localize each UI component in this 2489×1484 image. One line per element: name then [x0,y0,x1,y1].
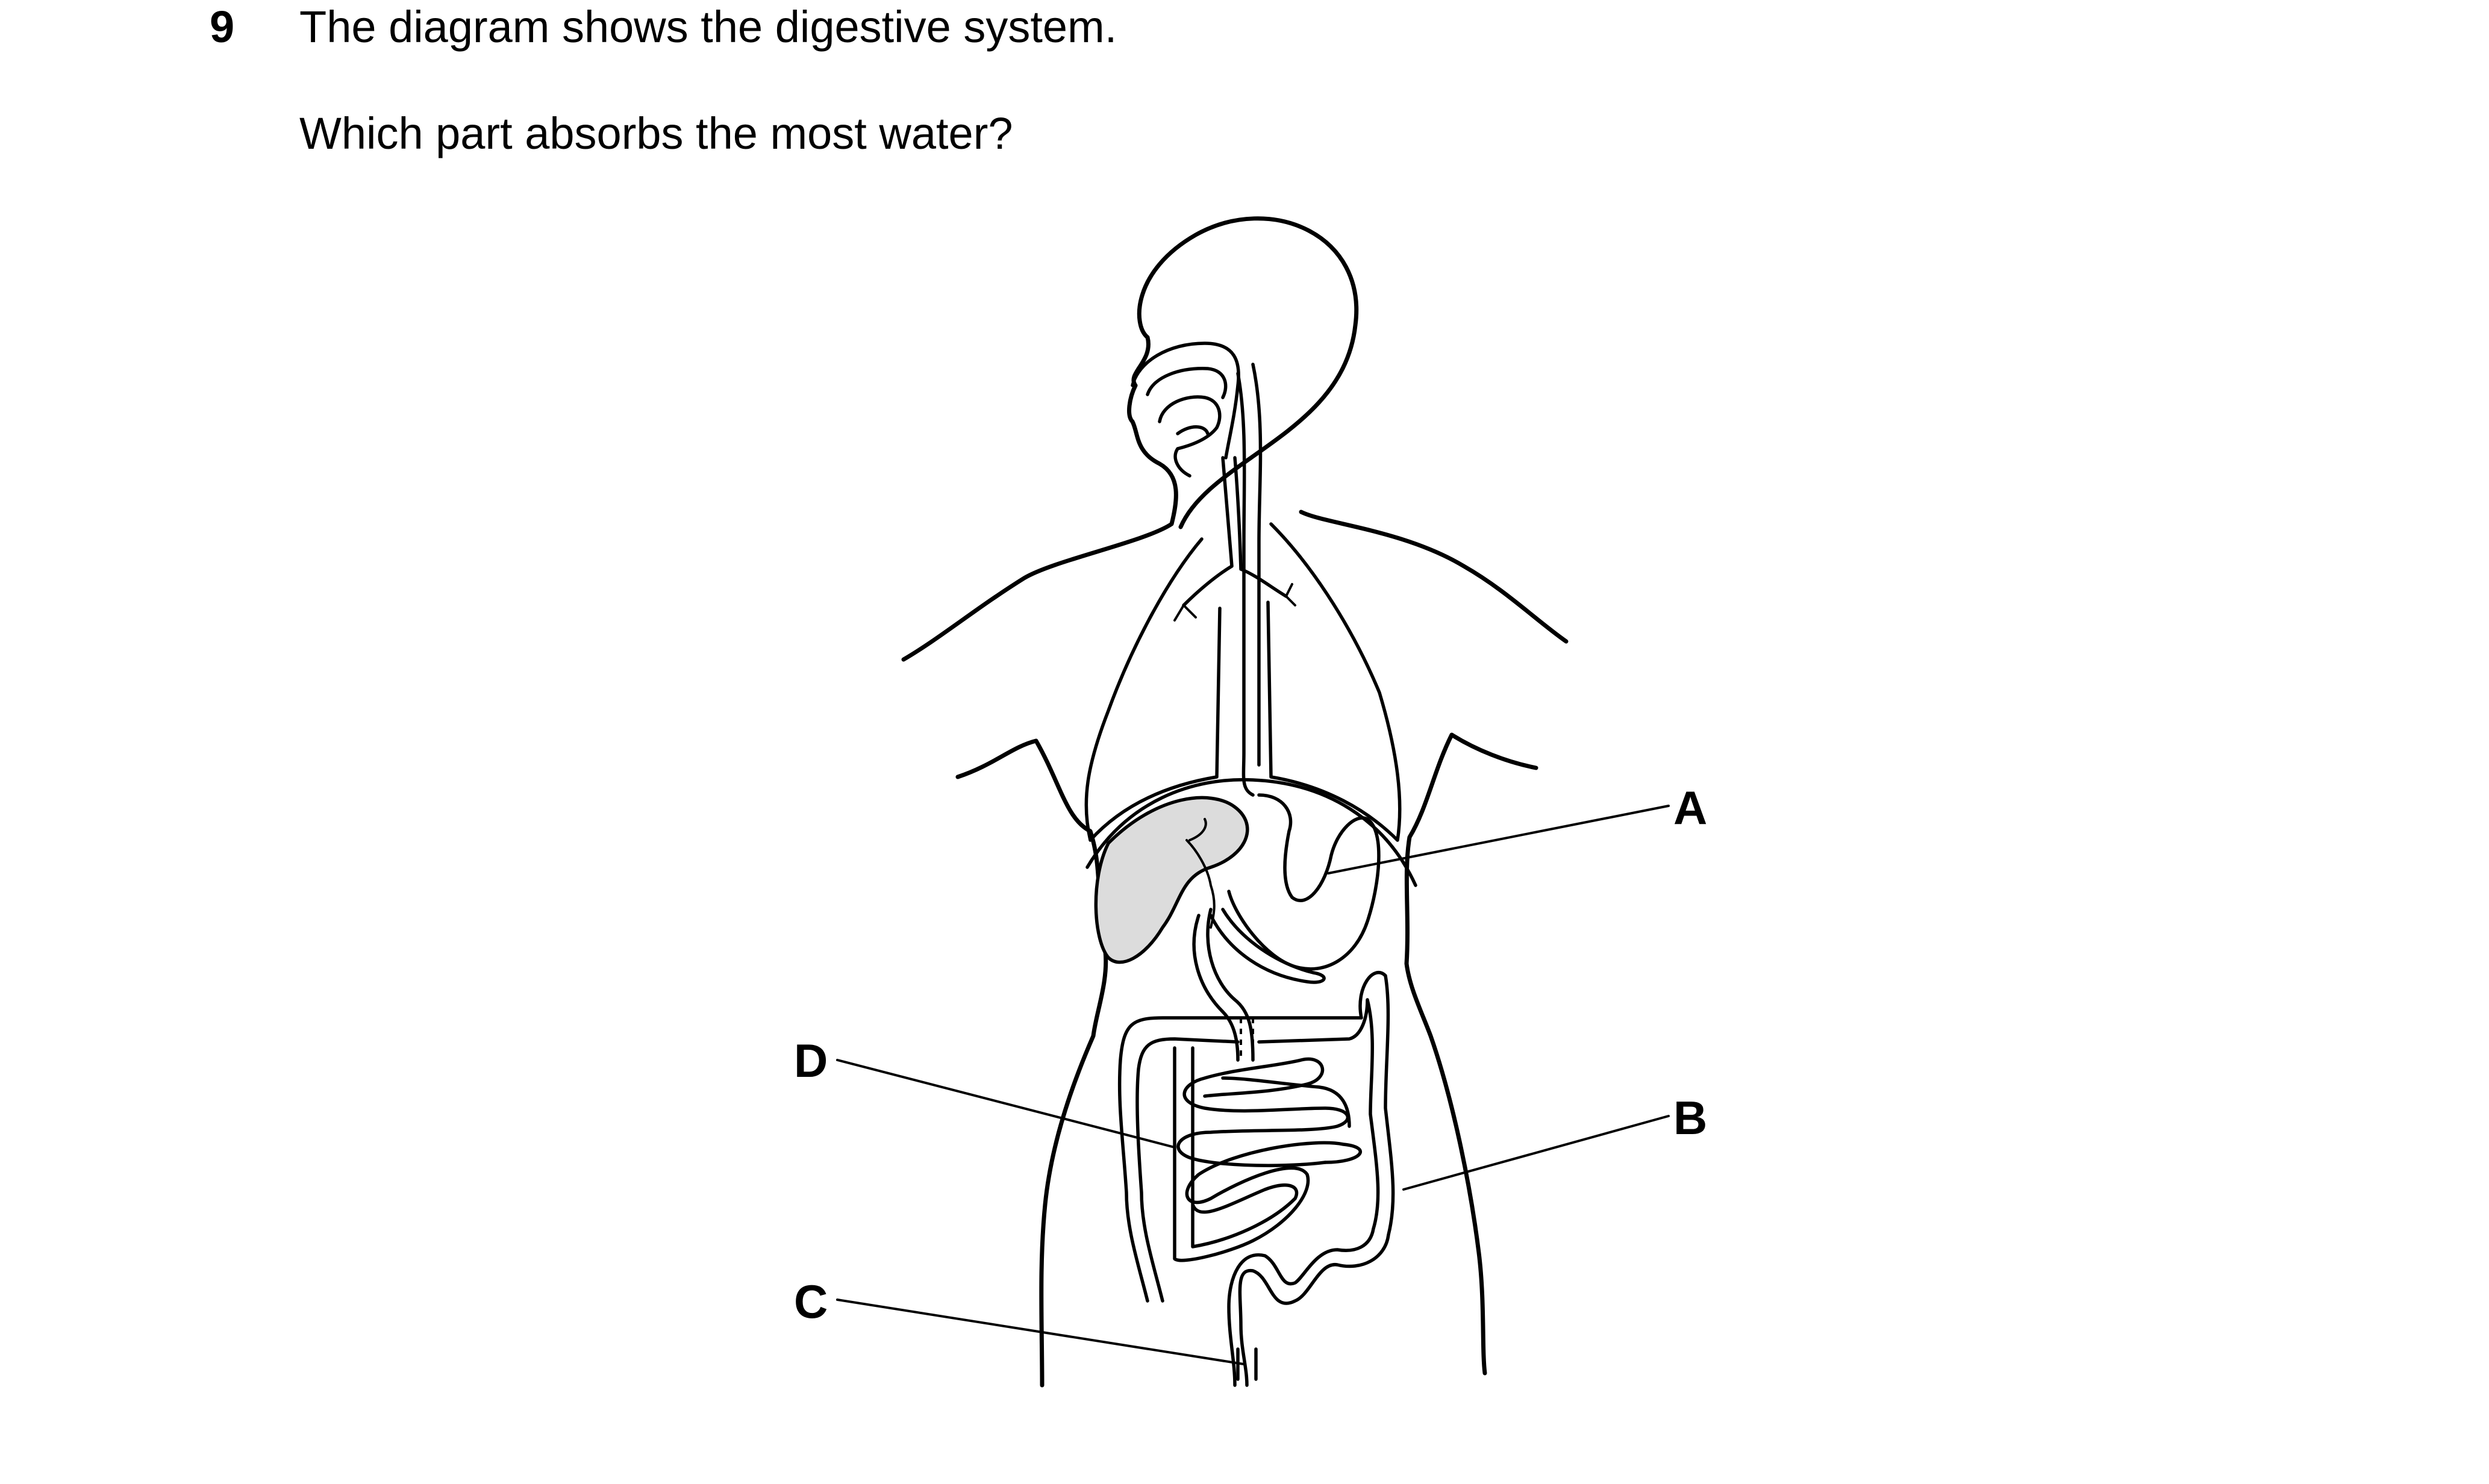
diaphragm [1085,778,1417,887]
label-d: D [794,1034,828,1087]
leader-line-a [1327,805,1670,874]
leader-line-b [1402,1115,1670,1191]
question-prompt: Which part absorbs the most water? [299,108,1013,158]
leader-line-d [836,1059,1176,1149]
gall-bladder-duct [1185,818,1216,929]
duodenum [1192,908,1255,1062]
label-b: B [1673,1091,1707,1144]
label-a: A [1673,781,1707,834]
question-number: 9 [210,2,235,52]
body-outline [901,216,1569,1388]
question-stem: The diagram shows the digestive system. [299,2,1117,52]
liver [1094,796,1249,964]
mouth-cavity [1131,341,1240,478]
lungs [1084,522,1402,842]
large-intestine [1117,971,1395,1387]
leader-line-c [836,1298,1245,1365]
oesophagus [1236,363,1263,797]
trachea-bronchi [1173,456,1296,622]
label-c: C [794,1275,828,1328]
pancreas [1209,908,1326,984]
small-intestine [1173,1046,1362,1262]
